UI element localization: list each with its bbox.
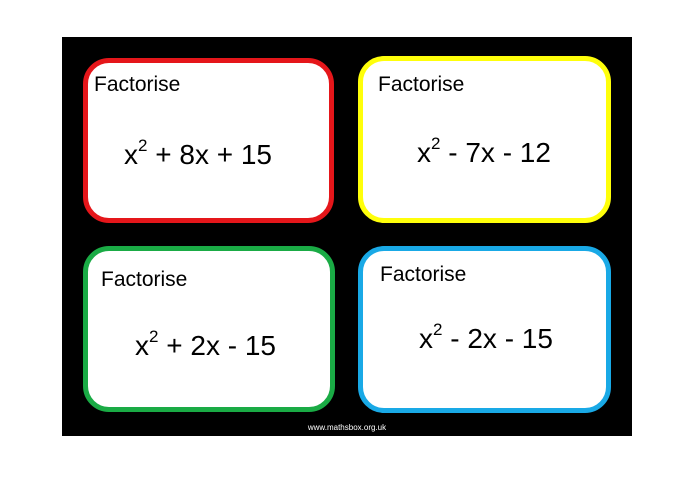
- question-card-4: Factorise x2 - 2x - 15: [358, 246, 611, 413]
- expression-terms: + 2x - 15: [158, 330, 276, 361]
- card-instruction: Factorise: [380, 263, 467, 286]
- expression-exponent: 2: [138, 136, 148, 155]
- quadratic-expression: x2 - 2x - 15: [419, 320, 553, 355]
- expression-base: x: [419, 323, 433, 354]
- expression-base: x: [124, 139, 138, 170]
- question-card-2: Factorise x2 - 7x - 12: [358, 56, 611, 223]
- question-card-3: Factorise x2 + 2x - 15: [83, 246, 335, 412]
- worksheet-board: Factorise x2 + 8x + 15 Factorise x2 - 7x…: [62, 37, 632, 436]
- expression-terms: + 8x + 15: [147, 139, 273, 170]
- card-instruction: Factorise: [378, 73, 465, 96]
- expression-terms: - 2x - 15: [442, 323, 553, 354]
- expression-exponent: 2: [149, 327, 159, 346]
- question-card-1: Factorise x2 + 8x + 15: [83, 58, 334, 223]
- quadratic-expression: x2 + 8x + 15: [124, 136, 273, 171]
- card-instruction: Factorise: [101, 268, 188, 291]
- expression-exponent: 2: [431, 134, 441, 153]
- expression-terms: - 7x - 12: [440, 137, 551, 168]
- expression-base: x: [417, 137, 431, 168]
- quadratic-expression: x2 + 2x - 15: [135, 327, 276, 362]
- expression-exponent: 2: [433, 320, 443, 339]
- quadratic-expression: x2 - 7x - 12: [417, 134, 551, 169]
- expression-base: x: [135, 330, 149, 361]
- card-instruction: Factorise: [94, 73, 181, 96]
- website-footer[interactable]: www.mathsbox.org.uk: [307, 423, 387, 432]
